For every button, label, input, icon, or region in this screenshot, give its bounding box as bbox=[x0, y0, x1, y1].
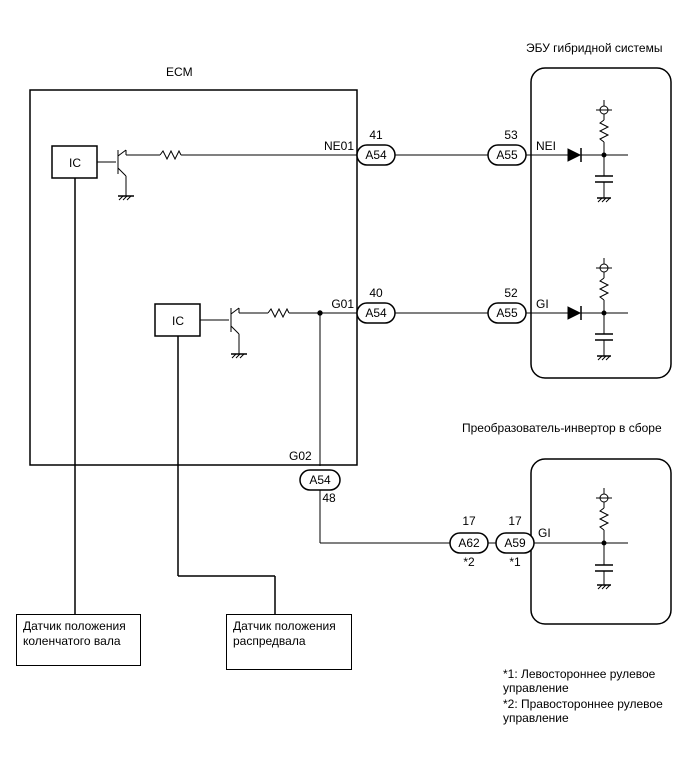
connector-label: A54 bbox=[309, 473, 331, 487]
connector-pin: 53 bbox=[504, 128, 518, 142]
inverter-box bbox=[530, 458, 672, 625]
note-2: *2: Правостороннее рулевое управление bbox=[503, 697, 663, 725]
connector-a59 bbox=[495, 532, 535, 554]
connector-note: *2 bbox=[463, 555, 475, 569]
connector-a55-53 bbox=[487, 144, 527, 166]
connector-pin: 17 bbox=[462, 514, 476, 528]
cam-sensor-label: Датчик положения распредвала bbox=[233, 619, 336, 648]
connector-label: A62 bbox=[458, 536, 480, 550]
connector-label: A54 bbox=[365, 306, 387, 320]
connector-label: A54 bbox=[365, 148, 387, 162]
hybrid-ecu-box bbox=[530, 67, 672, 379]
connector-pin: 48 bbox=[322, 491, 336, 505]
connector-note: *1 bbox=[509, 555, 521, 569]
connector-pin: 52 bbox=[504, 286, 518, 300]
pin-gi-hybrid: GI bbox=[536, 297, 549, 311]
note-1: *1: Левостороннее рулевое управление bbox=[503, 667, 656, 695]
connector-pin: 40 bbox=[369, 286, 383, 300]
cam-sensor-box: Датчик положения распредвала bbox=[226, 614, 352, 670]
ne-circuit bbox=[97, 100, 628, 203]
inverter-circuit bbox=[319, 488, 628, 590]
connector-pin: 17 bbox=[508, 514, 522, 528]
connector-a54-40 bbox=[356, 302, 396, 324]
connector-label: A55 bbox=[496, 306, 518, 320]
pin-g02: G02 bbox=[289, 449, 312, 463]
ecm-title: ECM bbox=[166, 65, 193, 79]
connector-label: A55 bbox=[496, 148, 518, 162]
connector-a54-48 bbox=[299, 469, 341, 491]
inverter-title: Преобразователь-инвертор в сборе bbox=[462, 421, 662, 435]
ic2-label: IC bbox=[172, 314, 184, 328]
pin-g01: G01 bbox=[331, 297, 354, 311]
crank-sensor-label: Датчик положения коленчатого вала bbox=[23, 619, 126, 648]
g-circuit bbox=[200, 258, 628, 466]
ecm-box bbox=[29, 89, 358, 466]
connector-a55-52 bbox=[487, 302, 527, 324]
sensor-wires bbox=[74, 178, 276, 614]
pin-ne01: NE01 bbox=[324, 139, 354, 153]
hybrid-ecu-title: ЭБУ гибридной системы bbox=[526, 41, 662, 55]
pin-nei: NEI bbox=[536, 139, 556, 153]
connector-pin: 41 bbox=[369, 128, 383, 142]
connector-a54-41 bbox=[356, 144, 396, 166]
connector-a62 bbox=[449, 532, 489, 554]
ic1-label: IC bbox=[69, 156, 81, 170]
crank-sensor-box: Датчик положения коленчатого вала bbox=[16, 614, 141, 666]
connector-label: A59 bbox=[504, 536, 526, 550]
pin-gi-inverter: GI bbox=[538, 526, 551, 540]
